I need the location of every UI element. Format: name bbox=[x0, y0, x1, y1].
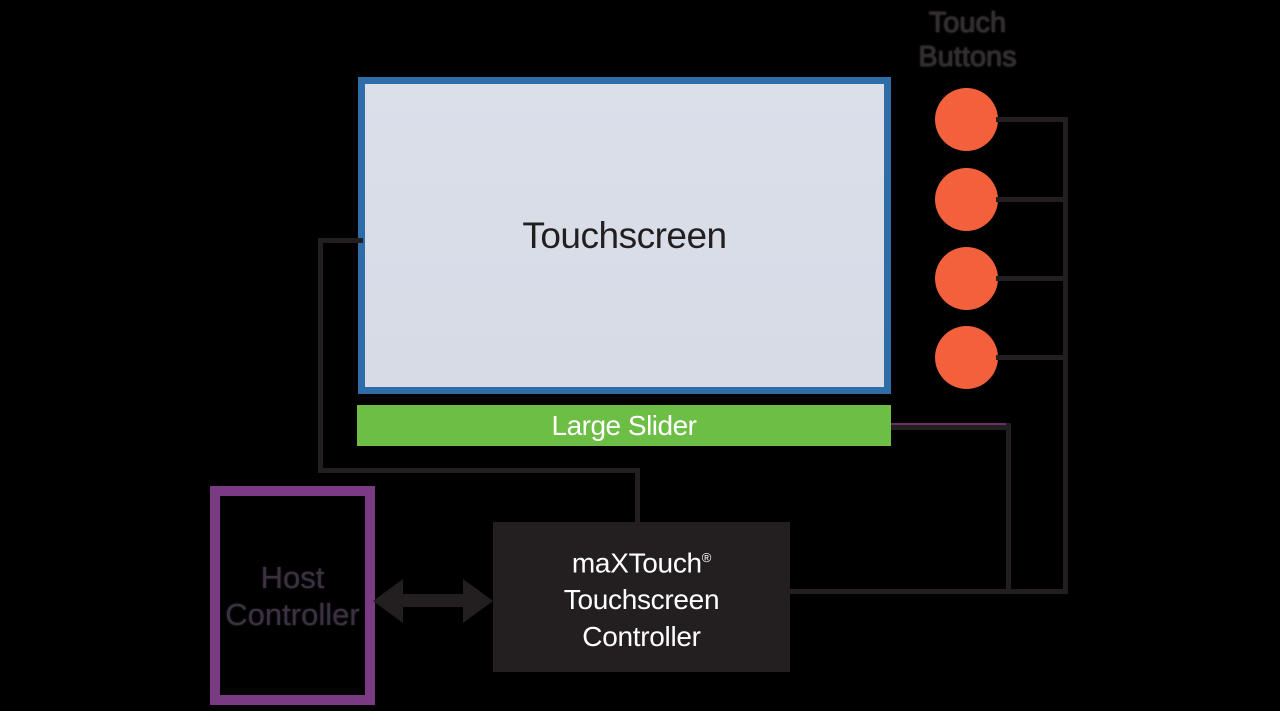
host-label-line2: Controller bbox=[225, 596, 360, 632]
arrow-right-head-icon bbox=[463, 579, 493, 623]
button-4-connector-line bbox=[996, 355, 1068, 360]
arrow-left-head-icon bbox=[373, 579, 403, 623]
touch-buttons-label: Touch Buttons bbox=[895, 6, 1040, 74]
button-3-connector-line bbox=[996, 276, 1068, 281]
maxtouch-label-line3: Controller bbox=[582, 621, 701, 653]
touch-button-circle-1 bbox=[935, 88, 998, 151]
maxtouch-controller-box: maXTouch® Touchscreen Controller bbox=[493, 522, 790, 672]
controller-right-connector-horizontal bbox=[790, 589, 1068, 594]
large-slider-label: Large Slider bbox=[551, 409, 697, 441]
registered-trademark-symbol: ® bbox=[701, 549, 712, 565]
touch-button-circle-4 bbox=[935, 326, 998, 389]
button-1-connector-line bbox=[996, 117, 1068, 122]
large-slider-bar: Large Slider bbox=[357, 405, 891, 446]
button-bus-vertical-line bbox=[1063, 117, 1068, 594]
touchscreen-connector-vertical-into-controller bbox=[635, 468, 640, 524]
button-2-connector-line bbox=[996, 197, 1068, 202]
slider-connector-vertical bbox=[1006, 423, 1011, 594]
touchscreen-box: Touchscreen bbox=[358, 77, 891, 394]
touchscreen-connector-horizontal-bottom bbox=[318, 468, 640, 473]
touchscreen-label: Touchscreen bbox=[522, 214, 727, 256]
host-controller-label: Host Controller bbox=[225, 559, 359, 633]
maxtouch-controller-label: maXTouch® Touchscreen Controller bbox=[563, 539, 720, 655]
slider-connector-horizontal bbox=[891, 423, 1011, 430]
arrow-shaft bbox=[399, 594, 467, 607]
touch-button-circle-3 bbox=[935, 247, 998, 310]
touchscreen-connector-vertical-left bbox=[318, 238, 323, 473]
touch-buttons-label-line2: Buttons bbox=[918, 41, 1017, 73]
host-label-line1: Host bbox=[260, 559, 325, 595]
touch-buttons-label-line1: Touch bbox=[928, 7, 1007, 39]
touchscreen-connector-horizontal-top bbox=[318, 238, 363, 243]
host-controller-double-arrow bbox=[373, 579, 493, 623]
touch-button-circle-2 bbox=[935, 168, 998, 231]
maxtouch-label-line1: maXTouch bbox=[571, 547, 702, 579]
maxtouch-label-line2: Touchscreen bbox=[563, 584, 720, 616]
host-controller-box: Host Controller bbox=[210, 486, 375, 705]
